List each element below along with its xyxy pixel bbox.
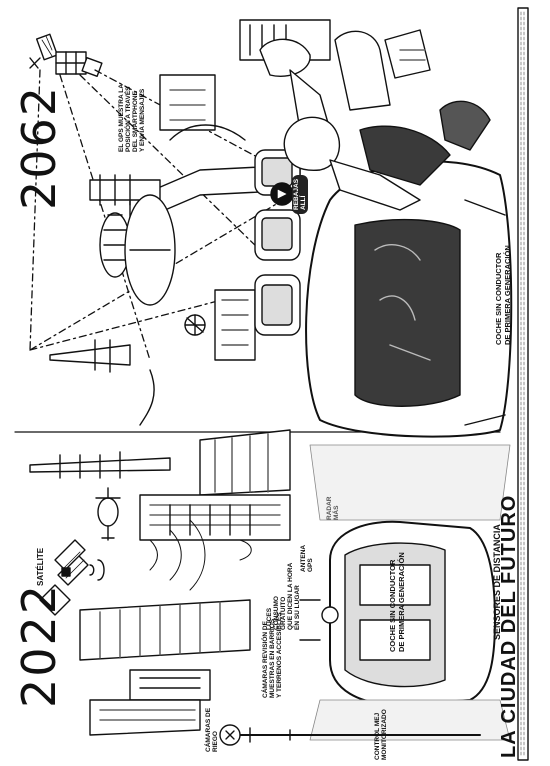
future-car: [305, 160, 513, 438]
cameras-label: CÁMARAS DE RIEGO: [205, 707, 219, 752]
present-car: [299, 520, 496, 706]
street-lamp: [219, 724, 481, 746]
year-present: 2022: [12, 582, 66, 708]
present-skyline: [29, 429, 291, 736]
satellite-icon: [29, 33, 103, 78]
phone-message: REBAJAS ALLÍ: [292, 174, 308, 214]
tram-pods: [254, 149, 301, 336]
road-edge: [517, 7, 529, 761]
antenna-label: ANTENA GPS: [300, 544, 314, 572]
satellite-2022-icon: [39, 539, 105, 616]
helicopter-icon: [95, 487, 121, 541]
sensor-cones: [309, 444, 511, 741]
sensor-note: LUCES CONSUMO GRATUITO QUE DICEN LA HORA…: [266, 562, 301, 630]
signal-arcs: [149, 519, 252, 591]
satellite-label: SATÉLITE: [36, 547, 45, 586]
smartphone-icon: [270, 182, 294, 206]
future-car-label: COCHE SIN CONDUCTOR DE PRIMERA GENERACIÓ…: [494, 245, 512, 345]
year-future: 2062: [12, 84, 66, 210]
present-car-label: COCHE SIN CONDUCTOR DE PRIMERA GENERACIÓ…: [388, 552, 406, 652]
page-title: LA CIUDAD DEL FUTURO: [498, 494, 520, 758]
radar-label: RADAR MÁS: [326, 496, 340, 520]
lamp-label: CONTROL MEJ MONITORIZADO: [374, 709, 388, 760]
people-group: [259, 29, 491, 211]
gps-note: EL GPS MUESTRA LA POSICIÓN A TRAVÉS DEL …: [118, 84, 146, 152]
